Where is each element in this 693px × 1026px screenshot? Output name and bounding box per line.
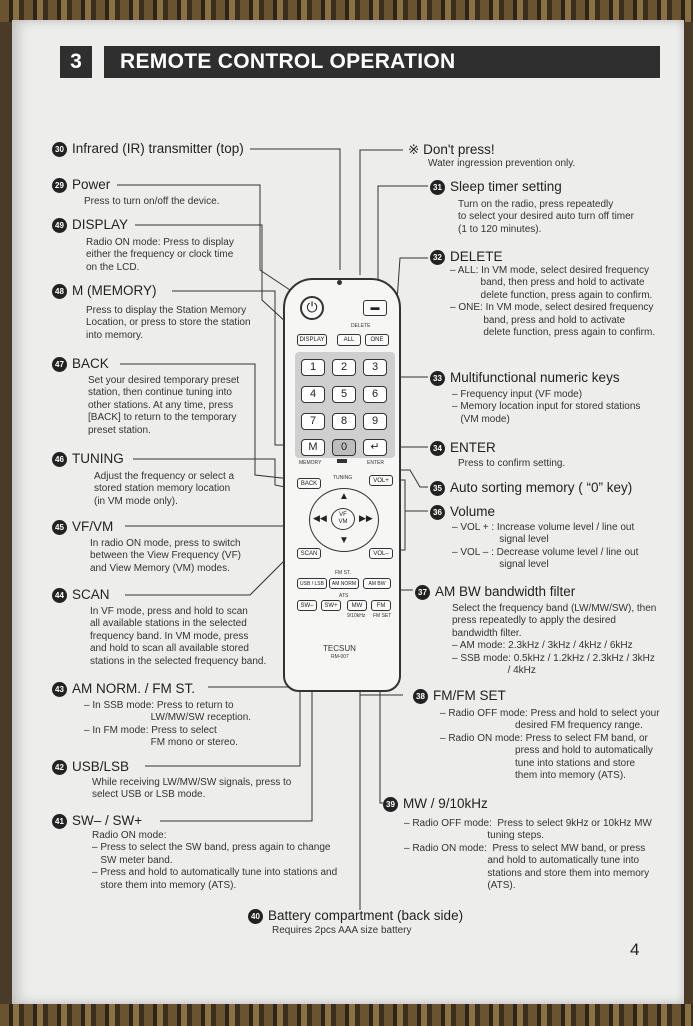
vol-minus-button[interactable]: VOL– [369,548,393,559]
top-wood-stripe [0,0,693,22]
key-4[interactable]: 4 [301,386,325,403]
desc-sleep-timer: Turn on the radio, press repeatedly to s… [458,199,635,235]
tune-down-icon[interactable]: ▼ [339,535,349,546]
fm-button[interactable]: FM [371,600,391,611]
memory-button[interactable]: M [301,439,325,456]
key-3[interactable]: 3 [363,359,387,376]
key-5[interactable]: 5 [332,386,356,403]
desc-enter: Press to confirm setting. [458,458,566,469]
display-button[interactable]: DISPLAY [297,334,327,346]
tuning-dial[interactable]: ▲ ▼ ◀◀ ▶▶ VF VM [309,488,379,552]
sw-plus-button[interactable]: SW+ [321,600,341,611]
remote-control: ⏻ ▬ DELETE DISPLAY ALL ONE 1 2 3 4 5 6 7… [283,278,401,692]
desc-tuning: Adjust the frequency or select a stored … [94,471,235,507]
bottom-wood-stripe [0,1004,693,1026]
fm-set-label: FM SET [373,613,392,619]
section-number: 3 [60,46,92,78]
tune-left-icon[interactable]: ◀◀ [313,513,327,523]
desc-am-bw: Select the frequency band (LW/MW/SW), th… [452,603,657,677]
tune-right-icon[interactable]: ▶▶ [359,513,373,523]
key-0[interactable]: 0 [332,439,356,456]
desc-dont-press: Water ingression prevention only. [428,158,576,169]
desc-usb-lsb: While receiving LW/MW/SW signals, press … [92,777,292,801]
ats-label: ATS [339,593,349,599]
vfvm-button[interactable]: VF VM [331,508,355,530]
desc-display: Radio ON mode: Press to display either t… [86,237,234,273]
ir-dot-icon [337,280,342,285]
desc-battery: Requires 2pcs AAA size battery [272,925,412,936]
desc-back: Set your desired temporary preset statio… [88,375,240,436]
desc-sw: Radio ON mode: – Press to select the SW … [92,830,338,891]
am-bw-button[interactable]: AM BW [363,578,391,589]
sw-minus-button[interactable]: SW– [297,600,317,611]
desc-vfvm: In radio ON mode, press to switch betwee… [90,538,242,574]
brand-label: TECSUN [323,644,356,653]
desc-scan: In VF mode, press and hold to scan all a… [90,606,267,667]
desc-power: Press to turn on/off the device. [84,196,220,207]
page-number: 4 [630,940,640,959]
model-label: RM-007 [331,654,349,660]
desc-mw: – Radio OFF mode: Press to select 9kHz o… [404,818,652,892]
tuning-label: TUNING [333,475,353,481]
vol-plus-button[interactable]: VOL+ [369,475,393,486]
key-8[interactable]: 8 [332,413,356,430]
usb-lsb-button[interactable]: USB / LSB [297,578,327,589]
desc-delete: – ALL: In VM mode, select desired freque… [450,265,656,339]
tune-up-icon[interactable]: ▲ [339,491,349,502]
am-norm-button[interactable]: AM NORM [329,578,359,589]
key-9[interactable]: 9 [363,413,387,430]
delete-label: DELETE [351,323,371,329]
back-button[interactable]: BACK [297,478,321,489]
enter-label: ENTER [367,460,384,466]
desc-fm-set: – Radio OFF mode: Press and hold to sele… [440,708,660,782]
desc-volume: – VOL + : Increase volume level / line o… [452,522,639,571]
sleep-timer-button[interactable]: ▬ [363,300,387,316]
scan-button[interactable]: SCAN [297,548,321,559]
enter-button[interactable]: ↵ [363,439,387,456]
desc-am-norm: – In SSB mode: Press to return to LW/MW/… [84,700,252,749]
key-6[interactable]: 6 [363,386,387,403]
mw-button[interactable]: MW [347,600,367,611]
battery-indicator-icon [337,459,347,463]
memory-label: MEMORY [299,460,322,466]
delete-all-button[interactable]: ALL [337,334,361,346]
page-title: REMOTE CONTROL OPERATION [104,46,660,78]
desc-memory: Press to display the Station Memory Loca… [86,305,251,341]
item-dont-press: ※ Don't press! [408,142,495,157]
key-7[interactable]: 7 [301,413,325,430]
key-1[interactable]: 1 [301,359,325,376]
key-2[interactable]: 2 [332,359,356,376]
khz-label: 9/10kHz [347,613,366,619]
fm-st-label: FM ST. [335,570,351,576]
desc-numeric-keys: – Frequency input (VF mode) – Memory loc… [452,389,641,425]
power-button[interactable]: ⏻ [300,296,324,320]
delete-one-button[interactable]: ONE [365,334,389,346]
